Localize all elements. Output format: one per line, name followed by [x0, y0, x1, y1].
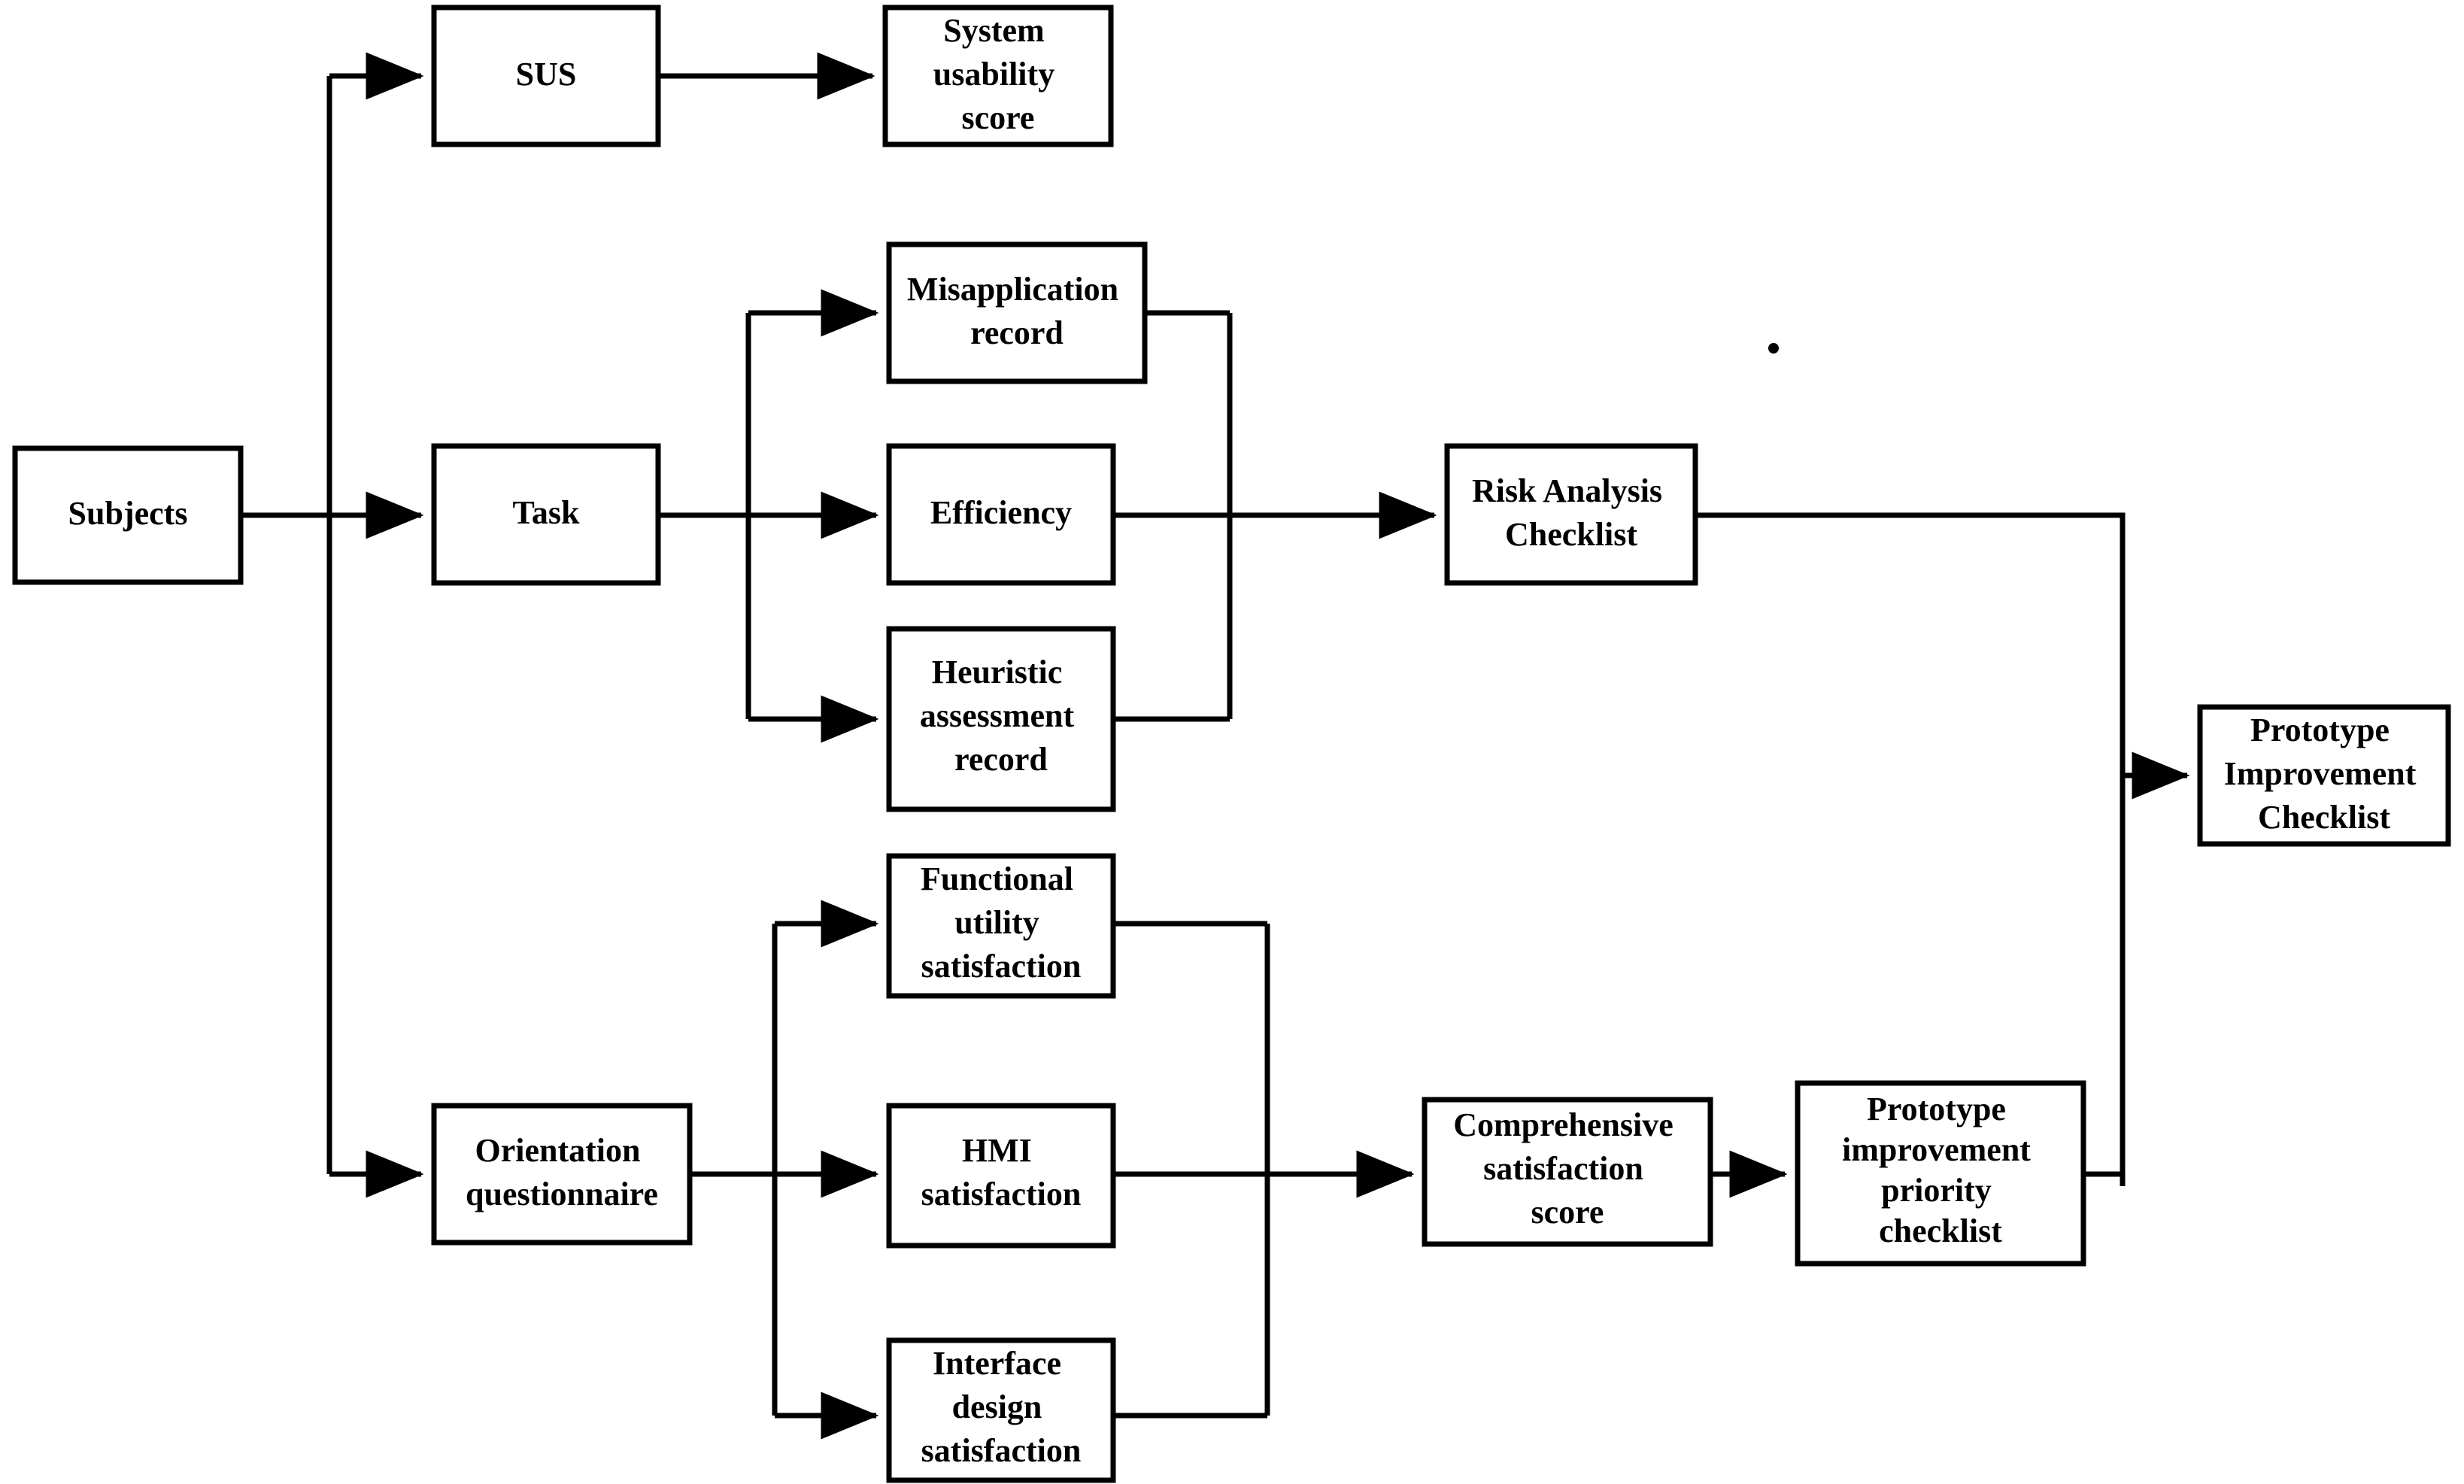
node-prototype-improvement-priority-checklist[interactable]: Prototype improvement priority checklist [1795, 1080, 2086, 1267]
node-misapplication-record[interactable]: Misapplication record [886, 241, 1148, 384]
node-interface-design-satisfaction[interactable]: Interface design satisfaction [886, 1337, 1116, 1483]
node-misapplication-record-label: Misapplication record [907, 271, 1127, 351]
node-system-usability-score-label: System usability score [933, 12, 1063, 136]
node-sus-box[interactable] [431, 5, 661, 147]
node-subjects-box[interactable] [12, 445, 244, 585]
node-comprehensive-satisfaction-score[interactable]: Comprehensive satisfaction score [1422, 1097, 1713, 1247]
node-orientation-questionnaire-label: Orientation questionnaire [466, 1132, 658, 1212]
node-interface-design-satisfaction-box[interactable] [886, 1337, 1116, 1483]
node-task-box[interactable] [431, 443, 661, 586]
node-subjects[interactable]: Subjects [12, 445, 244, 585]
node-task-label: Task [513, 494, 580, 531]
node-risk-analysis-checklist-label: Risk Analysis Checklist [1472, 472, 1670, 553]
node-efficiency-box[interactable] [886, 443, 1116, 586]
node-hmi-satisfaction[interactable]: HMI satisfaction [886, 1103, 1116, 1249]
node-heuristic-assessment-record-label: Heuristic assessment record [920, 654, 1082, 778]
node-functional-utility-satisfaction[interactable]: Functional utility satisfaction [886, 853, 1116, 999]
node-heuristic-assessment-record[interactable]: Heuristic assessment record [886, 626, 1116, 812]
node-subjects-label: Subjects [68, 495, 188, 532]
node-sus[interactable]: SUS [431, 5, 661, 147]
node-efficiency[interactable]: Efficiency [886, 443, 1116, 586]
node-prototype-improvement-priority-checklist-label: Prototype improvement priority checklist [1842, 1091, 2039, 1249]
stray-dot-mark [1768, 343, 1779, 354]
edge-risk-to-right-riser [1695, 512, 2126, 1186]
node-functional-utility-satisfaction-box[interactable] [886, 853, 1116, 999]
node-risk-analysis-checklist-box[interactable] [1444, 443, 1698, 586]
node-orientation-questionnaire-box[interactable] [431, 1103, 693, 1246]
node-sus-label: SUS [516, 56, 577, 93]
node-system-usability-score[interactable]: System usability score [882, 5, 1114, 147]
node-misapplication-record-box[interactable] [886, 241, 1148, 384]
node-interface-design-satisfaction-label: Interface design satisfaction [921, 1345, 1082, 1469]
node-prototype-improvement-checklist-box[interactable] [2197, 704, 2451, 847]
node-task[interactable]: Task [431, 443, 661, 586]
node-functional-utility-satisfaction-label: Functional utility satisfaction [921, 860, 1082, 985]
node-heuristic-assessment-record-box[interactable] [886, 626, 1116, 812]
node-system-usability-score-box[interactable] [882, 5, 1114, 147]
node-orientation-questionnaire[interactable]: Orientation questionnaire [431, 1103, 693, 1246]
node-risk-analysis-checklist[interactable]: Risk Analysis Checklist [1444, 443, 1698, 586]
node-hmi-satisfaction-label: HMI satisfaction [921, 1132, 1082, 1212]
node-hmi-satisfaction-box[interactable] [886, 1103, 1116, 1249]
node-prototype-improvement-checklist[interactable]: Prototype Improvement Checklist [2197, 704, 2451, 847]
node-comprehensive-satisfaction-score-label: Comprehensive satisfaction score [1453, 1106, 1682, 1231]
node-comprehensive-satisfaction-score-box[interactable] [1422, 1097, 1713, 1247]
node-prototype-improvement-checklist-label: Prototype Improvement Checklist [2224, 712, 2425, 836]
node-prototype-improvement-priority-checklist-box[interactable] [1795, 1080, 2086, 1267]
node-layer: Subjects SUS System usability score Task [12, 5, 2451, 1483]
node-efficiency-label: Efficiency [930, 494, 1072, 531]
edge-layer [241, 52, 2190, 1440]
